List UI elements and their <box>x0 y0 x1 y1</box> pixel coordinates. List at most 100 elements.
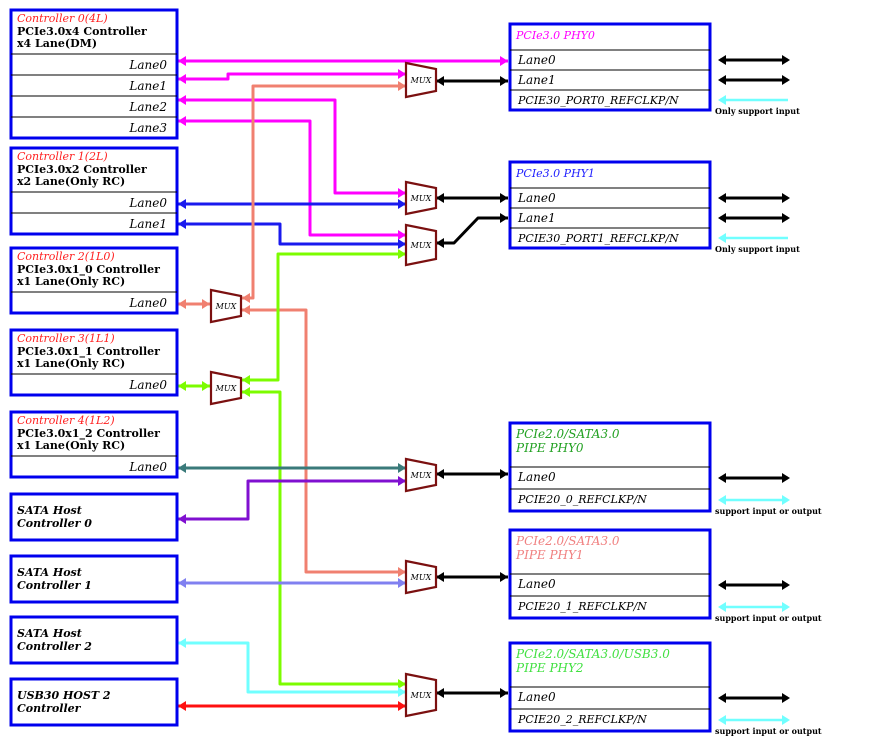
phy-arrowhead-left <box>718 233 726 243</box>
mux-c: MUX <box>404 223 438 267</box>
controller-lanes: x1 Lane(Only RC) <box>17 357 125 370</box>
mux-f: MUX <box>404 559 438 595</box>
phy-title: PCIe3.0 PHY1 <box>515 167 595 180</box>
mux-d: MUX <box>209 288 243 324</box>
phy-refclk-label: PCIE30_PORT0_REFCLKP/N <box>517 94 679 107</box>
host-line2: Controller 0 <box>17 517 92 530</box>
arrowhead-left-9 <box>178 514 186 524</box>
controller-frame <box>9 146 179 236</box>
arrowhead-right-6 <box>202 299 210 309</box>
phy-arrowhead-left <box>718 75 726 85</box>
phy-arrowhead-right <box>782 473 790 483</box>
mux-e-shape <box>209 370 243 406</box>
controller-lane-label: Lane1 <box>128 79 167 93</box>
wire-sata2 <box>178 641 406 694</box>
arrowhead-left-6 <box>178 299 186 309</box>
host-frame <box>9 492 179 542</box>
controller-lane-label: Lane0 <box>128 58 167 72</box>
controller-type: PCIe3.0x4 Controller <box>17 25 147 38</box>
arrowhead-right-4 <box>398 199 406 209</box>
arrowhead-right-10 <box>398 249 406 259</box>
arrowhead-right-14 <box>398 578 406 588</box>
mux-b: MUX <box>404 180 438 216</box>
phy-lane-label: Lane0 <box>517 470 556 484</box>
phy-arrowhead-left <box>718 580 726 590</box>
host-line2: Controller 2 <box>17 640 92 653</box>
mux-e2-shape <box>404 457 438 493</box>
mux-a: MUX <box>404 61 438 99</box>
arrowhead-muxout-right-2 <box>500 469 508 479</box>
controller-lane-label: Lane1 <box>128 217 167 231</box>
arrowhead-right-13 <box>398 476 406 486</box>
controller-lane-label: Lane3 <box>128 121 167 135</box>
phy-lane-label: Lane0 <box>517 690 556 704</box>
phy-lane-label: Lane0 <box>517 577 556 591</box>
phy-refclk-label: PCIE20_0_REFCLKP/N <box>517 493 647 506</box>
arrowhead-muxe-up <box>242 375 250 385</box>
host-line1: SATA Host <box>17 566 82 579</box>
controller-box-2: Controller 2(1L0)PCIe3.0x1_0 Controllerx… <box>9 246 179 315</box>
wire-c0-lane2 <box>178 98 406 195</box>
arrowhead-muxout-right-0 <box>500 76 508 86</box>
phy-arrowhead-right <box>782 75 790 85</box>
arrowhead-muxout-right-1 <box>500 193 508 203</box>
phy-arrowhead-left <box>718 213 726 223</box>
arrowhead-muxout-right-3 <box>500 572 508 582</box>
phy-refclk-label: PCIE20_2_REFCLKP/N <box>517 713 647 726</box>
mux-g: MUX <box>404 672 438 718</box>
controller-title: Controller 0(4L) <box>17 12 108 25</box>
phy-arrowhead-right <box>782 495 790 505</box>
arrowhead-left-11 <box>178 638 186 648</box>
phy-refclk-label: PCIE20_1_REFCLKP/N <box>517 600 647 613</box>
phy-lane-label: Lane1 <box>517 211 556 225</box>
wire-sata0 <box>178 479 406 521</box>
arrowhead-left-10 <box>178 578 186 588</box>
phy-title: PIPE PHY2 <box>515 661 584 675</box>
phy-arrowhead-left <box>718 693 726 703</box>
mux-a-shape <box>404 61 438 99</box>
phy-box-1: PCIe3.0 PHY1Lane0Lane1PCIE30_PORT1_REFCL… <box>508 160 712 250</box>
phy-arrowhead-left <box>718 193 726 203</box>
mux-e2: MUX <box>404 457 438 493</box>
mux-e-label: MUX <box>215 384 237 393</box>
phy-box-0: PCIe3.0 PHY0Lane0Lane1PCIE30_PORT0_REFCL… <box>508 22 712 112</box>
mux-a-label: MUX <box>410 76 432 85</box>
controller-box-3: Controller 3(1L1)PCIe3.0x1_1 Controllerx… <box>9 328 179 397</box>
phy-refclk-label: PCIE30_PORT1_REFCLKP/N <box>517 232 679 245</box>
controller-type: PCIe3.0x1_2 Controller <box>17 427 160 441</box>
mux-e: MUX <box>209 370 243 406</box>
arrowhead-right-16 <box>398 701 406 711</box>
wire-c0-lane1 <box>178 72 406 81</box>
arrowhead-right-1 <box>398 69 406 79</box>
mux-d-label: MUX <box>215 302 237 311</box>
refclk-note: support input or output <box>715 726 822 736</box>
controller-box-4: Controller 4(1L2)PCIe3.0x1_2 Controllerx… <box>9 410 179 479</box>
arrowhead-left-8 <box>178 463 186 473</box>
wire-c0-lane3 <box>178 119 406 237</box>
phy-frame <box>508 22 712 112</box>
phy-title: PCIe2.0/SATA3.0 <box>515 534 620 548</box>
wire-muxe-muxg <box>242 390 406 686</box>
arrowhead-muxout-left-0 <box>436 76 444 86</box>
phy-arrowhead-right <box>782 602 790 612</box>
arrowhead-left-7 <box>178 381 186 391</box>
phy-lane-label: Lane0 <box>517 191 556 205</box>
arrowhead-left-0 <box>178 56 186 66</box>
refclk-note: Only support input <box>715 106 800 116</box>
controller-frame <box>9 246 179 315</box>
phy-arrowhead-right <box>782 715 790 725</box>
arrowhead-right-8 <box>398 567 406 577</box>
host-frame <box>9 615 179 665</box>
controller-lanes: x1 Lane(Only RC) <box>17 439 125 452</box>
controller-lanes: x2 Lane(Only RC) <box>17 175 125 188</box>
controller-title: Controller 4(1L2) <box>17 414 115 427</box>
phy-frame <box>508 160 712 250</box>
